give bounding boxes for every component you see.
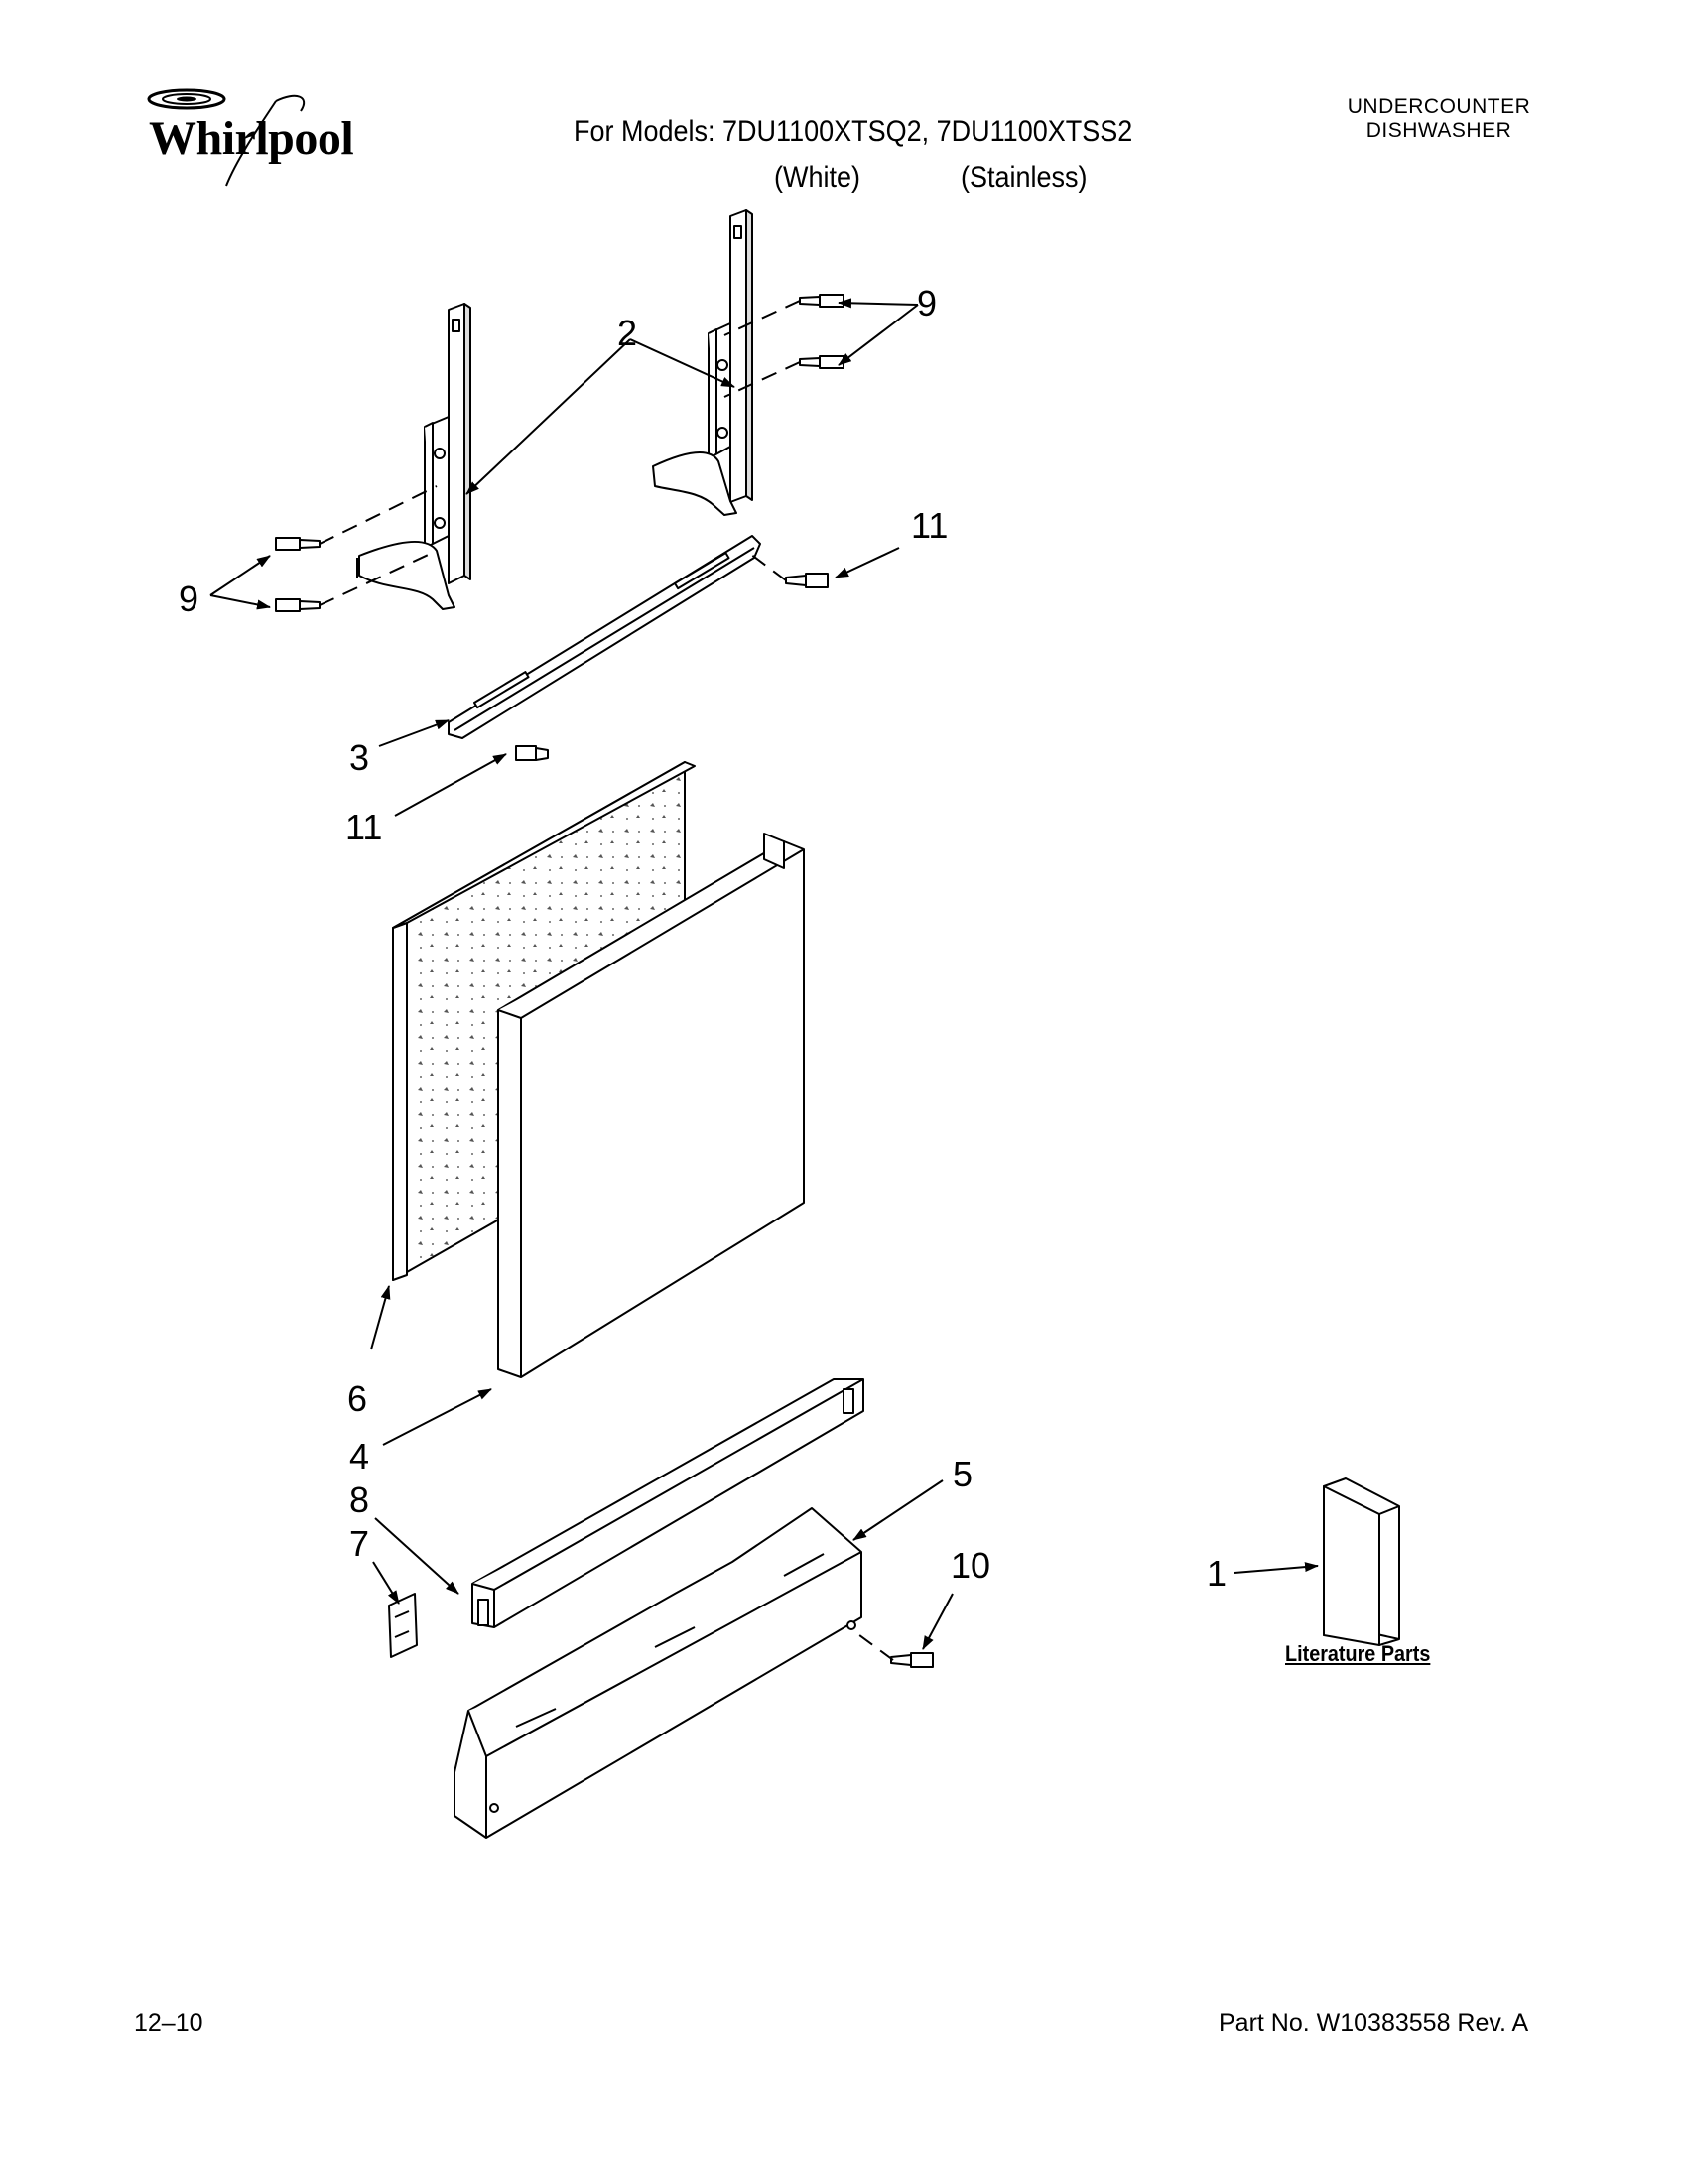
callout-5: 5	[953, 1454, 973, 1494]
callout-8: 8	[349, 1479, 369, 1520]
hinge-screws-left	[275, 537, 321, 612]
callout-1: 1	[1207, 1553, 1227, 1594]
callout-4: 4	[349, 1436, 369, 1477]
toe-kick-clip	[388, 1593, 418, 1658]
callout-10: 10	[951, 1545, 990, 1586]
rail-screw-right	[785, 573, 829, 588]
alignment-lines	[319, 300, 894, 1661]
callout-6: 6	[347, 1378, 367, 1419]
callout-9-right: 9	[917, 283, 937, 323]
toe-kick-panel	[471, 1378, 864, 1628]
brand-name: Whirlpool	[149, 112, 354, 165]
callout-7: 7	[349, 1523, 369, 1564]
kick-plate-screw	[890, 1652, 934, 1668]
right-hinge-bracket	[652, 209, 753, 516]
hinge-screws-right	[799, 294, 844, 369]
leader-arrows	[209, 298, 1319, 1650]
callout-2: 2	[617, 313, 637, 353]
footer-date: 12–10	[134, 2009, 203, 2037]
callout-3: 3	[349, 737, 369, 778]
category-line-2: DISHWASHER	[1365, 119, 1512, 142]
callout-11-right: 11	[911, 505, 948, 546]
models-title: For Models: 7DU1100XTSQ2, 7DU1100XTSS2	[574, 115, 1133, 148]
category-line-1: UNDERCOUNTER	[1347, 95, 1531, 118]
variant-stainless: (Stainless)	[961, 161, 1088, 193]
callout-11-left: 11	[345, 807, 382, 847]
top-door-rail	[448, 535, 761, 739]
outer-door-panel	[497, 833, 805, 1378]
footer-part-number: Part No. W10383558 Rev. A	[1219, 2009, 1529, 2037]
callout-9-left: 9	[179, 578, 198, 619]
left-hinge-bracket	[356, 303, 471, 610]
variant-white: (White)	[774, 161, 861, 193]
literature-parts-label: Literature Parts	[1285, 1641, 1431, 1666]
kick-plate	[454, 1507, 862, 1839]
product-category: UNDERCOUNTER DISHWASHER	[1290, 95, 1588, 143]
literature-booklet	[1323, 1477, 1400, 1646]
rail-screw-left	[515, 745, 549, 761]
whirlpool-logo	[147, 88, 306, 187]
